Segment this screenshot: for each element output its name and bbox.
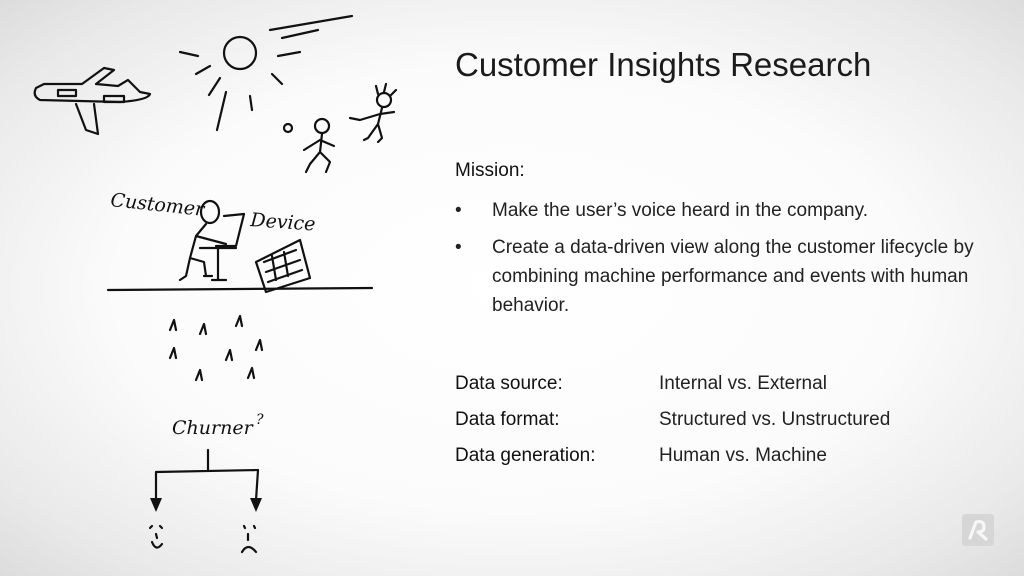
fact-value: Internal vs. External <box>659 373 827 394</box>
sketch-illustration: Customer Device Churner ? <box>33 14 398 554</box>
sad-face-icon <box>240 524 258 554</box>
device-label: Device <box>249 209 317 236</box>
customer-at-laptop-icon <box>178 199 246 282</box>
bullet-item: • Create a data-driven view along the cu… <box>455 233 985 320</box>
sun-icon <box>178 14 354 132</box>
churner-question-mark: ? <box>256 412 264 428</box>
player-figure-icon <box>302 117 336 174</box>
fact-label: Data generation: <box>455 445 596 466</box>
device-icon <box>254 238 312 294</box>
logo-glyph-icon <box>968 519 988 541</box>
bullet-glyph: • <box>455 200 462 221</box>
ground-line <box>106 286 374 292</box>
fact-row-data-format: Data format: Structured vs. Unstructured <box>455 402 890 438</box>
mission-label: Mission: <box>455 160 525 181</box>
churner-label: Churner <box>172 417 255 439</box>
bullet-glyph: • <box>455 237 462 258</box>
jumping-figure-icon <box>348 82 398 144</box>
mission-bullets: • Make the user’s voice heard in the com… <box>455 196 985 328</box>
data-facts: Data source: Internal vs. External Data … <box>455 366 890 474</box>
split-arrow-icon <box>150 448 262 512</box>
slide-title: Customer Insights Research <box>455 46 872 83</box>
bullet-text: Make the user’s voice heard in the compa… <box>492 200 868 221</box>
bullet-item: • Make the user’s voice heard in the com… <box>455 196 985 225</box>
company-logo-icon <box>962 514 994 546</box>
bullet-text: Create a data-driven view along the cust… <box>492 237 974 316</box>
customer-label: Customer <box>109 189 207 221</box>
happy-face-icon <box>148 524 164 549</box>
airplane-icon <box>33 66 152 136</box>
arrow-marks <box>168 314 264 382</box>
fact-label: Data source: <box>455 373 563 394</box>
fact-row-data-source: Data source: Internal vs. External <box>455 366 890 402</box>
ball-icon <box>282 122 294 134</box>
fact-label: Data format: <box>455 409 560 430</box>
fact-value: Human vs. Machine <box>659 445 827 466</box>
fact-value: Structured vs. Unstructured <box>659 409 891 430</box>
fact-row-data-generation: Data generation: Human vs. Machine <box>455 438 890 474</box>
